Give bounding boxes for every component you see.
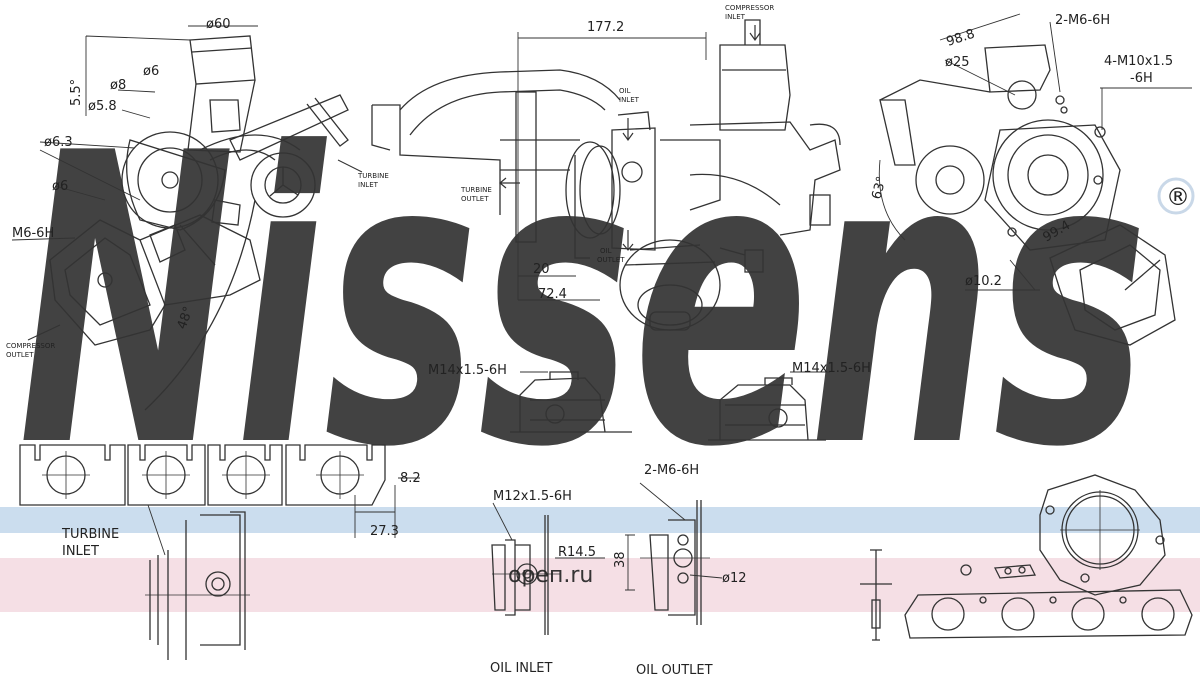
- center-view: [371, 19, 841, 331]
- fitting-left: [510, 371, 632, 433]
- dim-27-3: 27.3: [370, 524, 399, 539]
- label-turbine-inlet-2: INLET: [358, 181, 379, 189]
- dim-5-5deg: 5.5°: [69, 79, 84, 106]
- dim-63deg: 63°: [869, 175, 889, 201]
- dim-98-8: 98.8: [945, 27, 977, 50]
- right-view: [878, 13, 1192, 346]
- brand-logo: Nissens: [18, 70, 1148, 535]
- dim-dia5-8: ø5.8: [88, 99, 117, 114]
- dim-dia6-low: ø6: [52, 179, 68, 194]
- label-compressor-outlet-2: OUTLET: [6, 351, 34, 359]
- dim-4-m10: 4-M10x1.5: [1104, 54, 1173, 69]
- stud-bolt: [860, 549, 892, 641]
- center-view-labels: 177.2 20 72.4 COMPRESSOR INLET OIL INLET…: [460, 4, 774, 302]
- dim-8-2: 8.2: [400, 471, 421, 486]
- dim-20: 20: [533, 262, 550, 277]
- label-oil-inlet-bottom: OIL INLET: [490, 661, 552, 676]
- dim-38: 38: [613, 551, 628, 568]
- dim-dia6-3: ø6.3: [44, 135, 73, 150]
- label-turbine-inlet-bottom-1: TURBINE: [61, 527, 119, 542]
- dim-2-m6-6h: 2-M6-6H: [1055, 13, 1110, 28]
- oil-outlet-part: [625, 482, 723, 625]
- dim-dia8: ø8: [110, 78, 126, 93]
- turbine-inlet-flange: [19, 444, 420, 660]
- registered-mark: ®: [1166, 183, 1190, 211]
- label-compressor-inlet-2: INLET: [725, 13, 746, 21]
- dim-6h: -6H: [1130, 71, 1153, 86]
- label-compressor-outlet-1: COMPRESSOR: [6, 342, 55, 350]
- dim-dia10-2: ø10.2: [965, 274, 1002, 289]
- label-oil-inlet-2: INLET: [619, 96, 640, 104]
- dim-48deg: 48°: [175, 305, 197, 332]
- oil-outlet-thread: 2-M6-6H: [644, 463, 699, 478]
- oil-inlet-thread: M12x1.5-6H: [493, 489, 572, 504]
- left-view: [11, 25, 363, 411]
- dim-dia12: ø12: [722, 571, 747, 586]
- turbine-inlet-labels: 8.2 27.3 TURBINE INLET: [61, 471, 421, 559]
- dim-r14-5: R14.5: [558, 545, 596, 560]
- dim-m6-6h: M6-6H: [12, 226, 54, 241]
- label-turbine-inlet-bottom-2: INLET: [62, 544, 99, 559]
- oil-inlet-part: [491, 502, 605, 635]
- label-compressor-inlet-1: COMPRESSOR: [725, 4, 774, 12]
- dim-72-4: 72.4: [538, 287, 567, 302]
- dim-dia60: ø60: [206, 17, 231, 32]
- label-turbine-outlet-1: TURBINE: [460, 186, 492, 194]
- right-view-labels: 2-M6-6H 98.8 ø25 4-M10x1.5 -6H 63° 99.4 …: [869, 13, 1173, 289]
- label-oil-outlet-2: OUTLET: [597, 256, 625, 264]
- registered-mark-circle: [1157, 177, 1195, 215]
- blue-band: [0, 507, 1200, 533]
- label-turbine-inlet-1: TURBINE: [357, 172, 389, 180]
- fitting-right: [708, 371, 830, 441]
- gasket-round: [1039, 474, 1166, 596]
- left-view-labels: ø60 5.5° ø8 ø6 ø5.8 ø6.3 ø6 M6-6H 48° CO…: [6, 17, 389, 359]
- label-oil-outlet-1: OIL: [600, 247, 612, 255]
- label-oil-outlet-bottom: OIL OUTLET: [636, 663, 713, 678]
- label-turbine-outlet-2: OUTLET: [461, 195, 489, 203]
- fitting-left-thread: M14x1.5-6H: [428, 363, 507, 378]
- fitting-right-thread: M14x1.5-6H: [792, 361, 871, 376]
- dim-dia6-top: ø6: [143, 64, 159, 79]
- dim-dia25: ø25: [945, 55, 970, 70]
- watermark-oreb: ореп.ru: [508, 563, 593, 588]
- gasket-manifold: [904, 564, 1193, 639]
- dim-177-2: 177.2: [587, 20, 624, 35]
- label-oil-inlet-1: OIL: [619, 87, 631, 95]
